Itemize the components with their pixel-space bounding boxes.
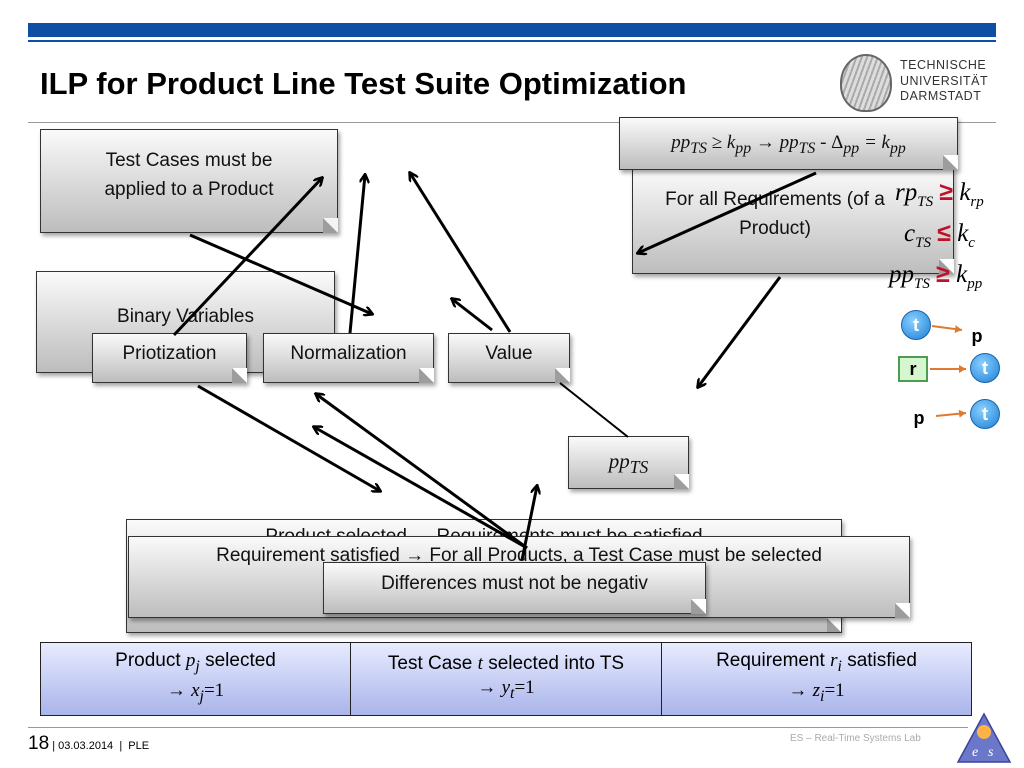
priotization-label: Priotization — [122, 343, 217, 364]
product-triangle-icon: p — [900, 395, 938, 429]
normalization-box: Normalization — [263, 333, 434, 383]
note-fold — [674, 474, 689, 489]
test-case-circle-icon: t — [970, 399, 1000, 429]
es-lab-logo-icon: e s — [956, 712, 1012, 763]
note-fold — [691, 599, 706, 614]
table-cell-requirement: Requirement ri satisfied → zi=1 — [661, 642, 972, 716]
value-box: Value — [448, 333, 570, 383]
logo-line-2: UNIVERSITÄT — [900, 73, 989, 88]
arrow — [698, 276, 782, 387]
requirement-satisfied-label: Requirement satisfied → For all Products… — [216, 545, 822, 566]
footer-topic: PLE — [128, 740, 150, 752]
legend-arrow — [935, 409, 967, 418]
table-row: Product pj selected → xj=1 Test Case t s… — [40, 642, 972, 716]
connector-line — [559, 382, 629, 438]
note-fold — [939, 259, 954, 274]
university-seal-icon — [840, 54, 892, 112]
differences-label: Differences must not be negativ — [381, 573, 648, 594]
logo-line-3: DARMSTADT — [900, 89, 982, 103]
note-fold — [827, 618, 841, 632]
test-case-circle-icon: t — [970, 353, 1000, 383]
pp-delta-formula-box: ppTS ≥ kpp → ppTS - Δpp = kpp — [619, 117, 958, 170]
header-divider — [28, 122, 996, 123]
pp-formula: ppTS ≥ kpp → ppTS - Δpp = kpp — [671, 132, 906, 157]
test-case-circle-icon: t — [901, 310, 931, 340]
arrow — [348, 175, 365, 334]
slide-title: ILP for Product Line Test Suite Optimiza… — [40, 66, 687, 101]
top-accent-line — [28, 40, 996, 42]
page-number: 18 — [28, 733, 50, 754]
differences-box: Differences must not be negativ — [323, 562, 706, 614]
note-fold — [895, 603, 910, 618]
svg-text:e: e — [972, 745, 978, 760]
constraint-rp: rpTS ≥ krp — [895, 178, 984, 210]
top-accent-bar — [28, 23, 996, 37]
for-all-requirements-label: For all Requirements (of a Product) — [665, 189, 885, 239]
table-cell-test-case: Test Case t selected into TS → yt=1 — [350, 642, 662, 716]
test-cases-label: Test Cases must be applied to a Product — [104, 150, 274, 200]
variables-table: Product pj selected → xj=1 Test Case t s… — [40, 642, 972, 716]
arrow — [410, 173, 512, 333]
pp-ts-box: ppTS — [568, 436, 689, 489]
footer-divider — [28, 727, 968, 728]
table-cell-product: Product pj selected → xj=1 — [40, 642, 351, 716]
normalization-label: Normalization — [290, 343, 407, 364]
pp-ts-label: ppTS — [608, 449, 649, 478]
test-cases-box: Test Cases must be applied to a Product — [40, 129, 338, 233]
lab-name: ES – Real-Time Systems Lab — [790, 733, 921, 744]
university-logo-text: TECHNISCHE UNIVERSITÄT DARMSTADT — [900, 58, 988, 105]
note-fold — [323, 218, 338, 233]
constraint-pp: ppTS ≥ kpp — [889, 260, 983, 292]
constraint-c: cTS ≤ kc — [904, 219, 975, 251]
note-fold — [555, 368, 570, 383]
note-fold — [419, 368, 434, 383]
svg-text:s: s — [988, 745, 994, 760]
note-fold — [943, 155, 958, 170]
arrow — [452, 299, 493, 332]
logo-line-1: TECHNISCHE — [900, 58, 987, 72]
note-fold — [232, 368, 247, 383]
value-label: Value — [485, 343, 533, 364]
product-triangle-icon: p — [958, 313, 996, 347]
footer-date: 03.03.2014 — [58, 740, 114, 752]
footer: 18 | 03.03.2014 | PLE — [28, 733, 150, 754]
binary-variables-label: Binary Variables — [117, 306, 254, 327]
requirement-square-icon: r — [898, 356, 928, 382]
priotization-box: Priotization — [92, 333, 247, 383]
arrow — [197, 384, 380, 491]
